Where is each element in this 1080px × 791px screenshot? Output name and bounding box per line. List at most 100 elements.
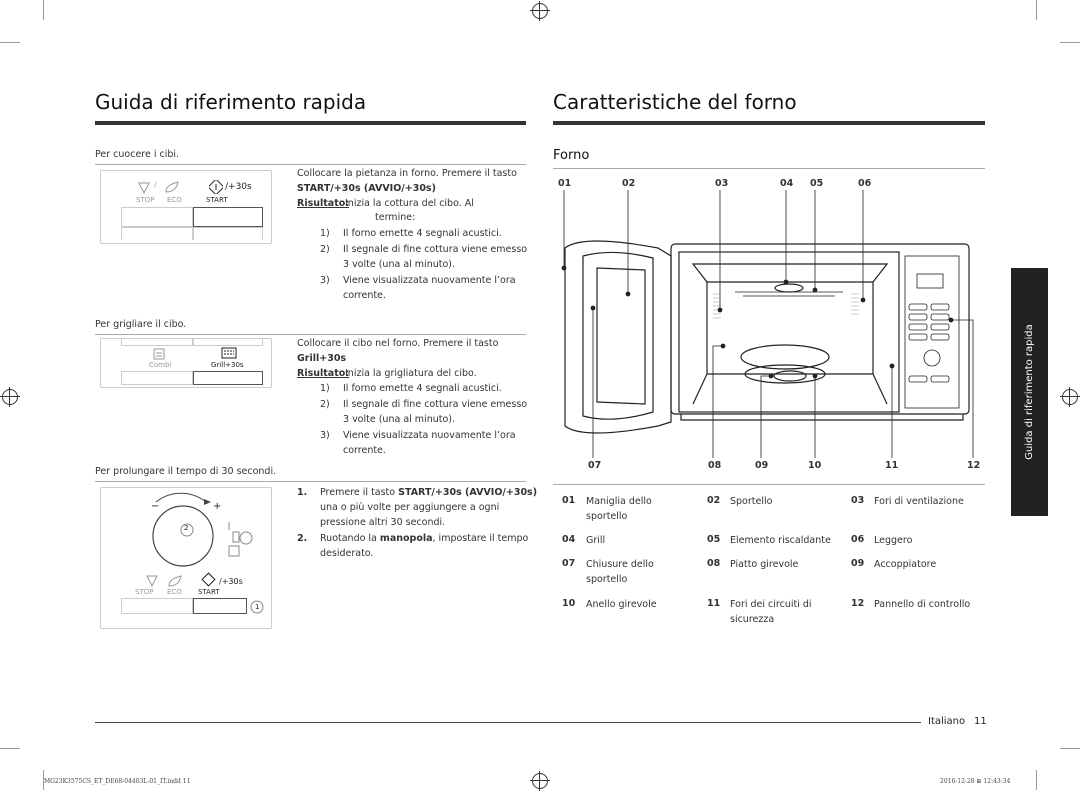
crop-mark [43, 0, 44, 20]
callout-05: 05 [810, 178, 824, 189]
legend-item: sportello [586, 574, 628, 585]
list-item: Il segnale di fine cottura viene emesso [343, 399, 528, 410]
minus-icon: − [151, 501, 160, 512]
list-number: 3) [320, 275, 330, 286]
microwave-diagram [561, 190, 974, 458]
legend-item: Fori di ventilazione [874, 496, 964, 507]
list-item: Viene visualizzata nuovamente l’ora [343, 430, 516, 441]
start-button[interactable] [193, 598, 247, 614]
dial-knob[interactable] [152, 505, 214, 567]
legend-number: 05 [707, 534, 721, 545]
badge-2: 2 [184, 524, 189, 532]
list-item: 3 volte (una al minuto). [343, 259, 455, 270]
crop-mark [0, 42, 20, 43]
list-item: Il segnale di fine cottura viene emesso [343, 244, 528, 255]
cook-heading: Per cuocere i cibi. [95, 149, 180, 160]
callout-12: 12 [967, 460, 981, 471]
left-page-title: Guida di riferimento rapida [95, 90, 367, 114]
grill-icon [221, 347, 237, 359]
legend-item: Pannello di controllo [874, 599, 971, 610]
risultato-label: Risultato: [297, 198, 350, 209]
stop-eco-button[interactable] [121, 598, 193, 614]
hand-icon [228, 522, 240, 543]
plus30-label: /+30s [225, 182, 252, 192]
crop-mark [1060, 748, 1080, 749]
grill-panel-illustration: Combi Grill+30s [100, 338, 272, 388]
legend-number: 07 [562, 558, 576, 569]
footer-rule [95, 722, 921, 723]
combi-button[interactable] [121, 371, 193, 385]
start-button[interactable] [193, 207, 263, 227]
list-number: 3) [320, 430, 330, 441]
plus30-label: /+30s [219, 577, 243, 586]
footer-language: Italiano [928, 716, 966, 727]
section-rule [553, 168, 985, 169]
callout-01: 01 [558, 178, 572, 189]
control-panel-illustration: / /+30s STOP ECO START [100, 170, 272, 244]
start-label: START [198, 588, 220, 596]
stop-eco-button[interactable] [121, 207, 193, 227]
panel-button-row [121, 339, 193, 346]
panel-button-row [193, 339, 263, 346]
grill-heading: Per grigliare il cibo. [95, 319, 187, 330]
cook-intro: Collocare la pietanza in forno. Premere … [297, 168, 517, 179]
right-page-title: Caratteristiche del forno [553, 90, 797, 114]
legend-item: sportello [586, 511, 628, 522]
step-number: 1. [297, 487, 308, 498]
side-section-tab[interactable]: Guida di riferimento rapida [1011, 268, 1048, 516]
risultato-text-2: termine: [375, 212, 416, 223]
legend-number: 08 [707, 558, 721, 569]
stop-label: STOP [135, 588, 154, 596]
extend-heading: Per prolungare il tempo di 30 secondi. [95, 466, 277, 477]
crop-mark [43, 770, 44, 790]
callout-07: 07 [588, 460, 602, 471]
list-number: 1) [320, 228, 330, 239]
callout-06: 06 [858, 178, 872, 189]
step-1-text: una o più volte per aggiungere a ogni [320, 502, 500, 513]
callout-02: 02 [622, 178, 636, 189]
callout-10: 10 [808, 460, 822, 471]
start-icon [209, 180, 223, 194]
legend-item: Elemento riscaldante [730, 535, 831, 546]
callout-03: 03 [715, 178, 729, 189]
list-item: Viene visualizzata nuovamente l’ora [343, 275, 516, 286]
badge-1-circle [250, 600, 264, 614]
legend-item: Fori dei circuiti di [730, 599, 812, 610]
combi-icon [153, 348, 165, 360]
eco-icon [165, 181, 179, 193]
legend-number: 04 [562, 534, 576, 545]
title-rule [553, 121, 985, 125]
list-item: 3 volte (una al minuto). [343, 414, 455, 425]
stop-icon [146, 575, 158, 588]
crop-mark [0, 748, 20, 749]
list-item: Il forno emette 4 segnali acustici. [343, 228, 502, 239]
cook-key: START/+30s (AVVIO/+30s) [297, 183, 436, 194]
grill-button[interactable] [193, 371, 263, 385]
combi-label: Combi [149, 361, 172, 369]
section-rule [95, 164, 526, 165]
callout-09: 09 [755, 460, 769, 471]
list-number: 2) [320, 244, 330, 255]
legend-number: 12 [851, 598, 865, 609]
legend-number: 01 [562, 495, 576, 506]
eco-label: ECO [167, 588, 182, 596]
crop-mark [1060, 42, 1080, 43]
dial-panel-illustration: − + 2 /+30s STOP ECO START 1 [100, 487, 272, 629]
risultato-text: Inizia la grigliatura del cibo. [345, 368, 477, 379]
badge-1: 1 [255, 603, 260, 611]
grill-key: Grill+30s [297, 353, 347, 364]
registration-mark-icon [530, 1, 550, 21]
list-item: corrente. [343, 445, 386, 456]
section-rule [95, 334, 526, 335]
plus-icon: + [213, 501, 222, 512]
title-rule [95, 121, 526, 125]
legend-item: sicurezza [730, 614, 775, 625]
legend-item: Grill [586, 535, 606, 546]
start-label: START [206, 196, 228, 204]
legend-number: 09 [851, 558, 865, 569]
stop-icon [138, 182, 150, 195]
legend-item: Sportello [730, 496, 773, 507]
legend-item: Accoppiatore [874, 559, 937, 570]
clock-icon [239, 531, 253, 545]
callout-11: 11 [885, 460, 899, 471]
